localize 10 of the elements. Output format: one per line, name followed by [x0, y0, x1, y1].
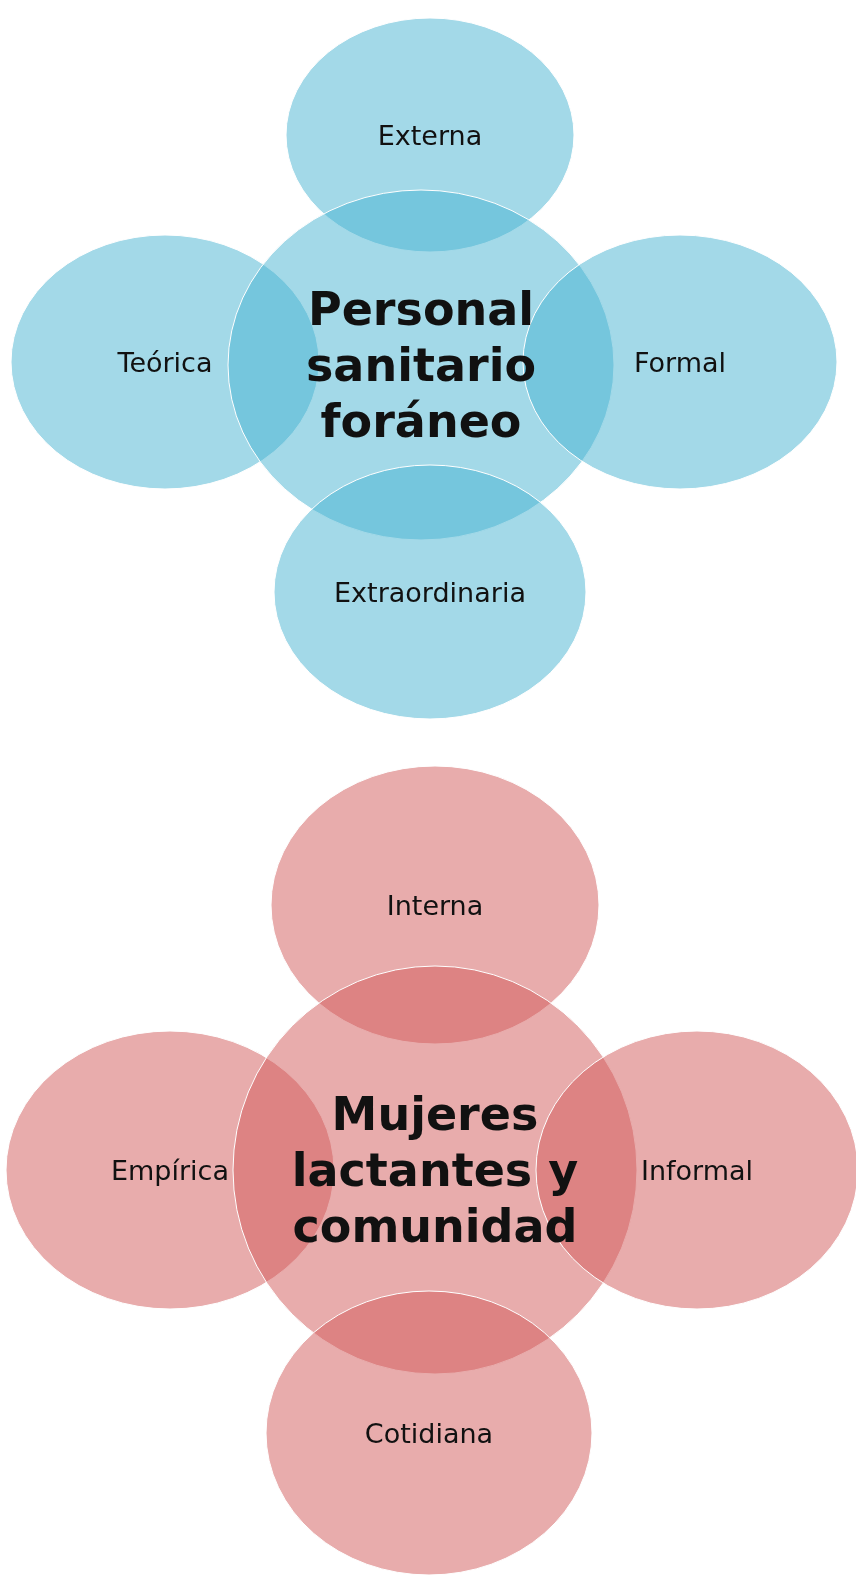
petal-label: Extraordinaria	[334, 576, 526, 608]
center-label: Personal sanitario foráneo	[305, 280, 537, 450]
petal-label: Externa	[377, 119, 483, 151]
petal-label: Informal	[640, 1154, 754, 1186]
petal-label: Interna	[386, 889, 484, 921]
petal-label: Empírica	[111, 1154, 229, 1186]
petal-label: Cotidiana	[364, 1417, 494, 1449]
petal-label: Teórica	[117, 346, 213, 378]
center-label: Mujeres lactantes y comunidad	[290, 1085, 580, 1255]
petal-label: Formal	[633, 346, 727, 378]
